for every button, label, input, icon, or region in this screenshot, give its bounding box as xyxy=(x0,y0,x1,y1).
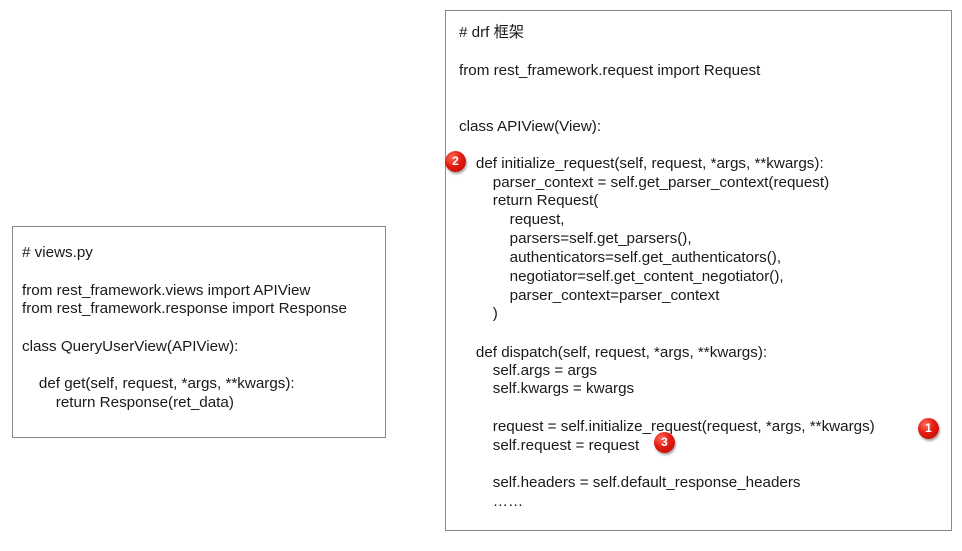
step-badge-3: 3 xyxy=(654,432,675,453)
code-line-import-response: from rest_framework.response import Resp… xyxy=(22,300,347,317)
code-line-parsers-arg: parsers=self.get_parsers(), xyxy=(459,230,692,247)
code-line-class-def: class QueryUserView(APIView): xyxy=(22,338,239,355)
code-line-get-def: def get(self, request, *args, **kwargs): xyxy=(22,375,295,392)
code-line-self-args: self.args = args xyxy=(459,362,598,379)
code-line-return-request: return Request( xyxy=(459,192,599,209)
code-line-dispatch-def: def dispatch(self, request, *args, **kwa… xyxy=(459,344,768,361)
views-code-panel: # views.py from rest_framework.views imp… xyxy=(12,226,386,438)
code-line-comment: # views.py xyxy=(22,244,93,261)
code-line-request-arg: request, xyxy=(459,211,565,228)
code-line-ellipsis: …… xyxy=(459,493,524,510)
code-line-return-response: return Response(ret_data) xyxy=(22,394,234,411)
code-line-initialize-request-call: request = self.initialize_request(reques… xyxy=(459,418,875,435)
code-line-initialize-request-def: def initialize_request(self, request, *a… xyxy=(459,155,824,172)
step-badge-1: 1 xyxy=(918,418,939,439)
code-line-import-request: from rest_framework.request import Reque… xyxy=(459,62,761,79)
code-line-import-apiview: from rest_framework.views import APIView xyxy=(22,282,311,299)
code-line-close-paren: ) xyxy=(459,305,498,322)
code-line-self-request: self.request = request xyxy=(459,437,640,454)
drf-code-panel: # drf 框架 from rest_framework.request imp… xyxy=(445,10,952,531)
code-line-parser-context-arg: parser_context=parser_context xyxy=(459,287,720,304)
step-badge-2: 2 xyxy=(445,151,466,172)
code-line-class-def: class APIView(View): xyxy=(459,118,602,135)
code-line-comment: # drf 框架 xyxy=(459,24,524,41)
code-line-self-headers: self.headers = self.default_response_hea… xyxy=(459,474,801,491)
code-line-parser-context: parser_context = self.get_parser_context… xyxy=(459,174,830,191)
code-line-negotiator-arg: negotiator=self.get_content_negotiator()… xyxy=(459,268,784,285)
code-line-authenticators-arg: authenticators=self.get_authenticators()… xyxy=(459,249,782,266)
code-line-self-kwargs: self.kwargs = kwargs xyxy=(459,380,635,397)
